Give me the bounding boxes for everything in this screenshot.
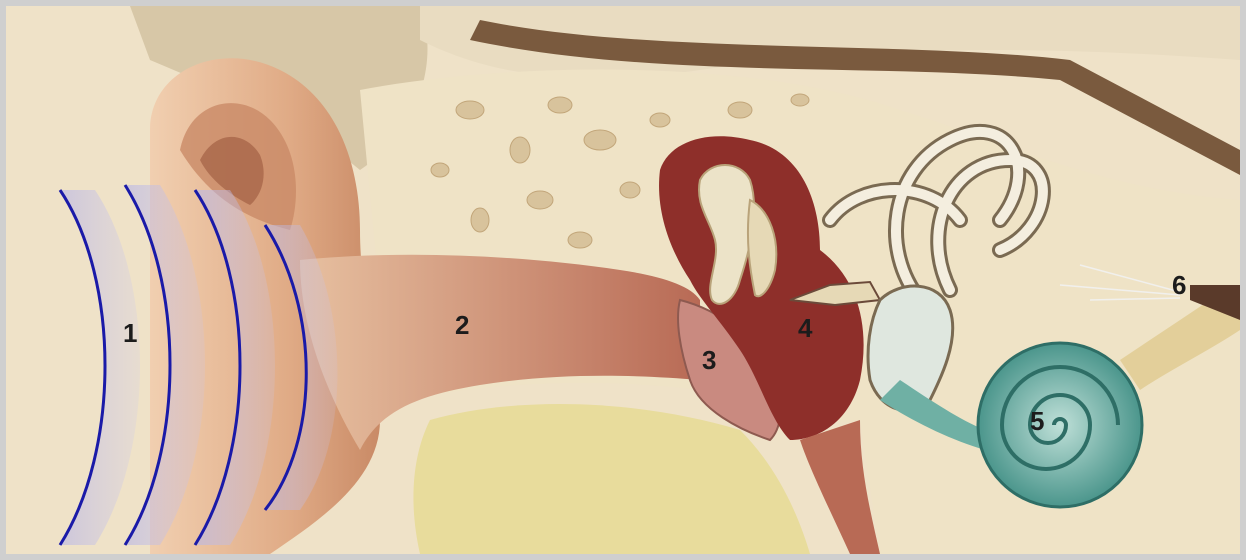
label-auditory-nerve: 6: [1172, 272, 1186, 298]
label-cochlea: 5: [1030, 408, 1044, 434]
label-ossicles: 4: [798, 315, 812, 341]
label-ear-canal: 2: [455, 312, 469, 338]
label-eardrum: 3: [702, 347, 716, 373]
label-outer-ear: 1: [123, 320, 137, 346]
